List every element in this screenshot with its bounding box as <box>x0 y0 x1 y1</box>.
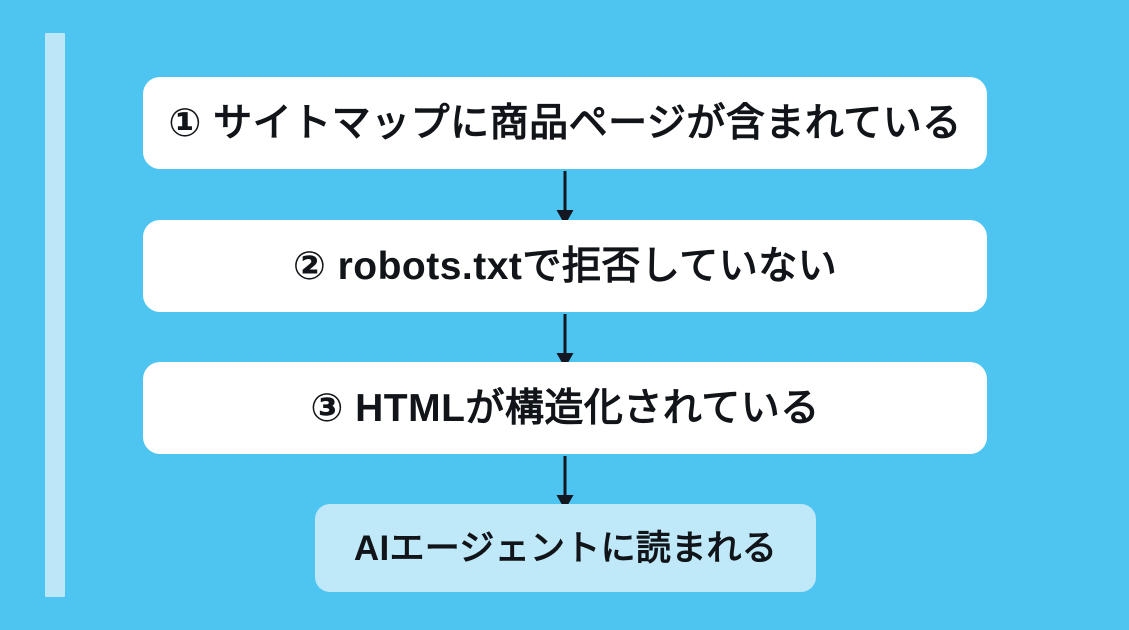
left-accent-bar <box>45 33 65 597</box>
flow-arrow-down-icon-3 <box>552 456 578 510</box>
flow-step-1-label: ① サイトマップに商品ページが含まれている <box>168 101 962 145</box>
flow-step-3[interactable]: ③ HTMLが構造化されている <box>143 362 987 454</box>
flow-step-1[interactable]: ① サイトマップに商品ページが含まれている <box>143 77 987 169</box>
flow-step-2-label: ② robots.txtで拒否していない <box>292 244 838 288</box>
flow-arrow-down-icon-2 <box>552 314 578 368</box>
flow-result-label: AIエージェントに読まれる <box>353 528 778 568</box>
flow-step-2[interactable]: ② robots.txtで拒否していない <box>143 220 987 312</box>
flow-step-3-label: ③ HTMLが構造化されている <box>310 386 820 430</box>
flow-arrow-down-icon-1 <box>552 171 578 225</box>
flow-result-box[interactable]: AIエージェントに読まれる <box>315 504 816 592</box>
